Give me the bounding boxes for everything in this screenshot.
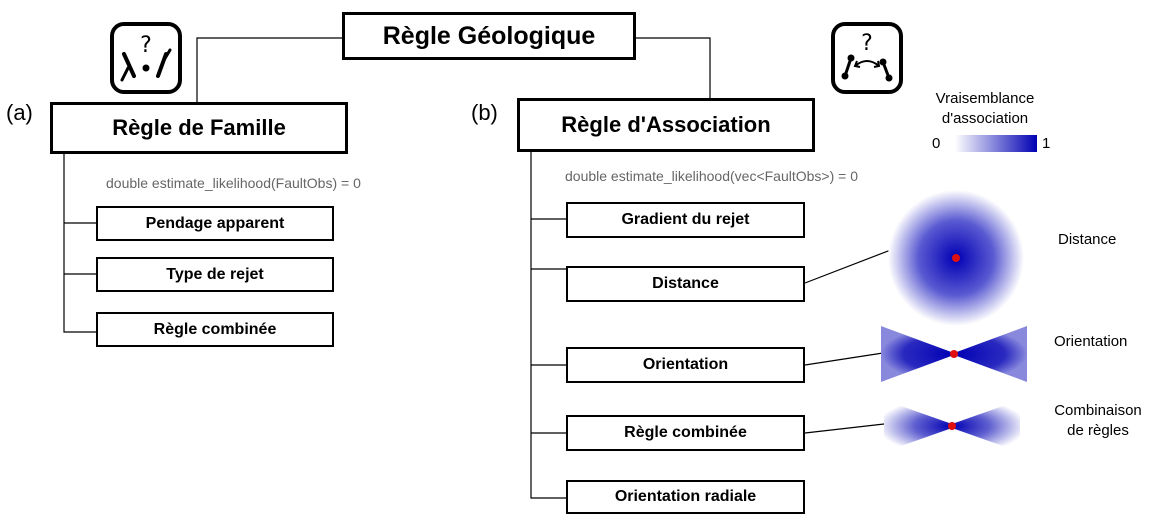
question-association-icon-glyph: ? bbox=[841, 31, 893, 82]
root-label: Règle Géologique bbox=[382, 21, 596, 50]
legend-title-line1: Vraisemblance bbox=[935, 90, 1035, 107]
association-child-combined: Règle combinée bbox=[566, 415, 805, 451]
association-child-throw-gradient: Gradient du rejet bbox=[566, 202, 805, 238]
family-child-combined: Règle combinée bbox=[96, 312, 334, 347]
family-rule-title: Règle de Famille bbox=[112, 115, 286, 140]
distance-likelihood-visual bbox=[888, 190, 1024, 326]
question-association-icon: ? bbox=[831, 22, 903, 94]
distance-visual-label: Distance bbox=[1058, 231, 1117, 248]
association-child-label: Orientation bbox=[642, 356, 729, 373]
combination-visual-label: Combinaison de règles bbox=[1042, 401, 1154, 441]
combination-label-line2: de règles bbox=[1067, 422, 1129, 439]
orientation-visual-label: Orientation bbox=[1054, 333, 1128, 350]
family-child-label: Pendage apparent bbox=[145, 214, 285, 232]
svg-text:?: ? bbox=[140, 33, 152, 58]
combination-center-point bbox=[948, 422, 956, 430]
legend-title-line2: d'association bbox=[941, 110, 1029, 127]
orientation-center-point bbox=[950, 350, 958, 358]
root-node: Règle Géologique bbox=[342, 12, 636, 60]
distance-center-point bbox=[952, 254, 960, 262]
association-child-label: Gradient du rejet bbox=[621, 211, 750, 228]
combination-label-line1: Combinaison bbox=[1054, 402, 1142, 419]
svg-text:?: ? bbox=[861, 31, 873, 56]
legend-min: 0 bbox=[932, 135, 941, 152]
association-signature: double estimate_likelihood(vec<FaultObs>… bbox=[565, 168, 859, 184]
association-child-label: Distance bbox=[652, 275, 719, 292]
question-family-icon: ? bbox=[110, 22, 182, 94]
panel-b-marker: (b) bbox=[471, 100, 498, 125]
family-child-dip: Pendage apparent bbox=[96, 206, 334, 241]
association-child-orientation: Orientation bbox=[566, 347, 805, 383]
panel-a-marker: (a) bbox=[6, 100, 33, 125]
combination-likelihood-visual bbox=[884, 400, 1020, 452]
orientation-likelihood-visual bbox=[881, 326, 1027, 382]
family-child-label: Type de rejet bbox=[166, 265, 264, 283]
family-child-label: Règle combinée bbox=[153, 320, 277, 338]
question-family-icon-glyph: ? bbox=[120, 33, 172, 82]
association-child-radial-orientation: Orientation radiale bbox=[566, 480, 805, 514]
association-child-label: Orientation radiale bbox=[614, 488, 757, 505]
family-signature: double estimate_likelihood(FaultObs) = 0 bbox=[106, 175, 361, 191]
association-rule-title: Règle d'Association bbox=[561, 112, 771, 137]
association-child-distance: Distance bbox=[566, 266, 805, 302]
family-child-throw-type: Type de rejet bbox=[96, 257, 334, 292]
legend-title: Vraisemblance d'association bbox=[924, 89, 1046, 129]
association-child-label: Règle combinée bbox=[624, 424, 747, 441]
family-rule-node: Règle de Famille bbox=[50, 102, 348, 154]
legend-max: 1 bbox=[1042, 135, 1051, 152]
legend-color-bar bbox=[955, 135, 1037, 152]
association-rule-node: Règle d'Association bbox=[517, 98, 815, 152]
